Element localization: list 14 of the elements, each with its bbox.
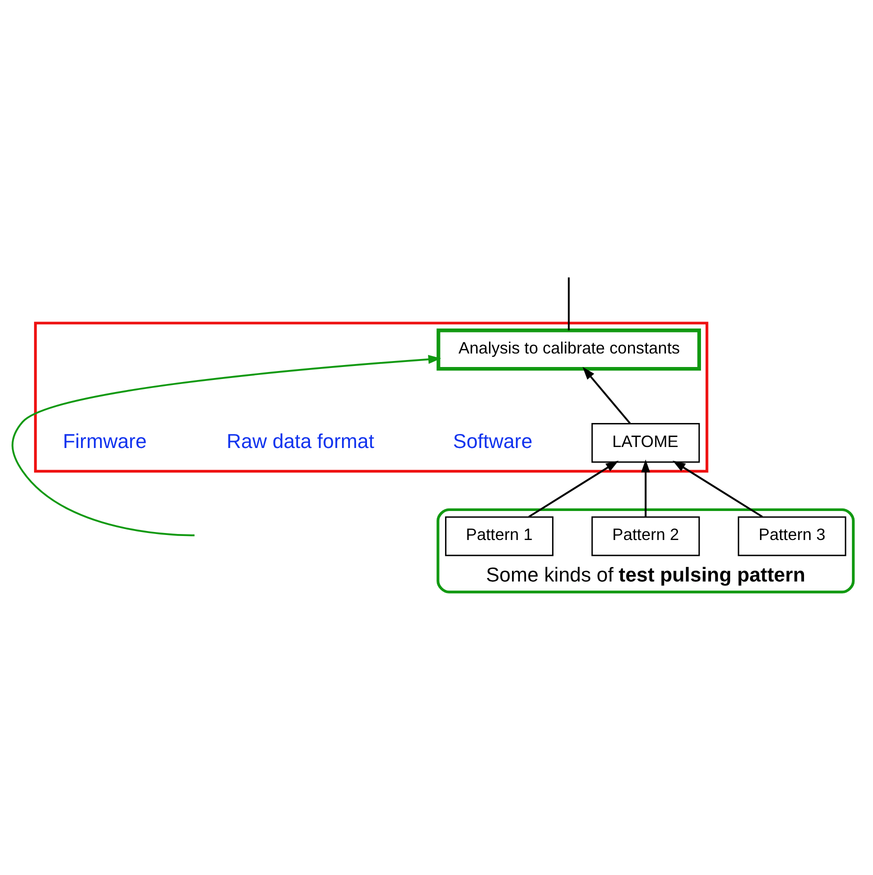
node-box: Pattern 2 xyxy=(591,516,700,556)
label: Firmware xyxy=(62,430,147,453)
node-box: Analysis to calibrate constants xyxy=(436,328,701,370)
node-box: Pattern 3 xyxy=(738,516,846,556)
arrow xyxy=(528,460,619,518)
connector xyxy=(568,276,570,330)
arrow xyxy=(12,354,442,536)
node-box: Pattern 1 xyxy=(445,516,554,556)
node-box: LATOME xyxy=(591,422,700,462)
arrow xyxy=(641,459,650,516)
label: Raw data format xyxy=(226,430,374,453)
arrow xyxy=(672,460,763,518)
arrow xyxy=(582,366,631,424)
label: Software xyxy=(453,430,532,453)
